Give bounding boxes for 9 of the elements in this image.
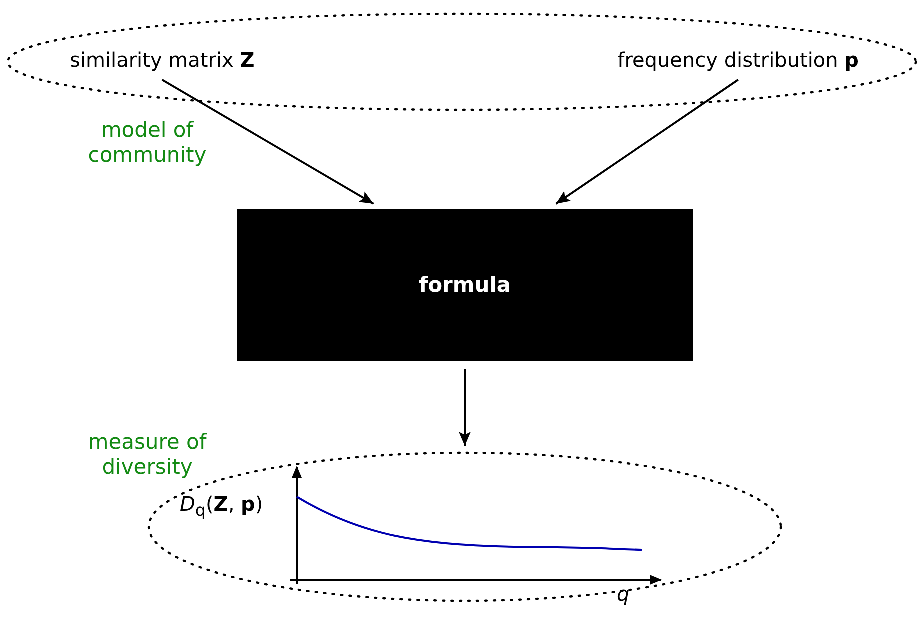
arrow (162, 79, 374, 205)
node-label: similarity matrix Z (70, 48, 255, 72)
node-label: frequency distribution p (618, 48, 859, 72)
node-heading: model of community (87, 118, 208, 168)
process-box: formula (237, 209, 693, 361)
arrow (556, 79, 739, 205)
arrow (459, 369, 471, 446)
axis-label: D$_{q}$(Z, p) (180, 492, 264, 520)
node-heading: measure of diversity (87, 430, 208, 480)
